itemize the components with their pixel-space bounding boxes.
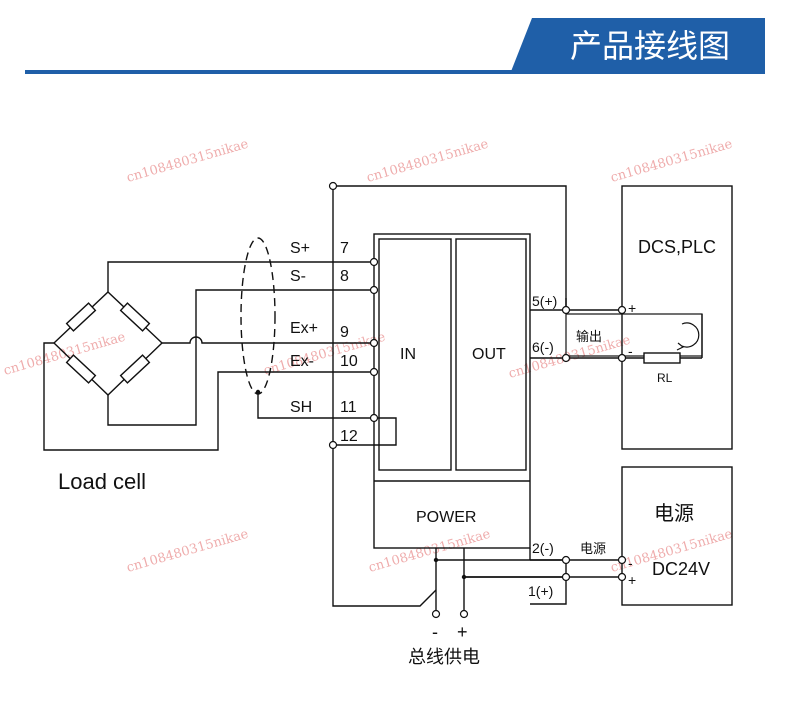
terminal-number: 10 <box>340 353 358 370</box>
terminal-signal-label: SH <box>290 399 312 416</box>
sensor-wires <box>43 261 374 451</box>
header-tab <box>510 18 765 74</box>
bus-minus: - <box>432 622 438 642</box>
terminal-signal-label: S+ <box>290 240 310 257</box>
junctions <box>328 181 627 582</box>
terminal-number: 8 <box>340 268 349 285</box>
module-outline <box>373 233 531 549</box>
watermark: cn108480315nikae <box>125 137 250 186</box>
watermark: cn108480315nikae <box>365 137 490 186</box>
terminal-number: 12 <box>340 428 358 445</box>
power-supply-box <box>621 466 733 606</box>
psu-title: 电源 <box>654 501 694 525</box>
bus-plus: + <box>457 622 468 642</box>
bus-label: 总线供电 <box>408 647 480 668</box>
load-cell-label: Load cell <box>58 469 146 494</box>
output-terminal-label: 6(-) <box>532 339 554 355</box>
in-label: IN <box>400 346 416 363</box>
dcs-plc-box <box>621 185 733 450</box>
bus-terminals <box>431 609 469 619</box>
power-label: POWER <box>416 509 476 526</box>
dcs-plc-title: DCS,PLC <box>638 237 716 257</box>
terminal-signal-label: Ex+ <box>290 320 318 337</box>
load-cell-bridge <box>52 291 164 396</box>
watermark: cn108480315nikae <box>125 527 250 576</box>
power-terminal-label: 2(-) <box>532 540 554 556</box>
out-label: OUT <box>472 346 506 363</box>
watermark: cn108480315nikae <box>367 527 492 576</box>
resistor-label: RL <box>657 371 673 385</box>
psu-label: 电源 <box>580 542 606 557</box>
solder-dots <box>255 389 467 580</box>
header-underline <box>25 70 765 74</box>
watermark: cn108480315nikae <box>609 137 734 186</box>
terminal-12-wiring <box>332 185 567 607</box>
dcs-plus: + <box>628 300 636 316</box>
page-title: 产品接线图 <box>569 27 730 65</box>
terminal-signal-label: Ex- <box>290 353 314 370</box>
psu-plus: + <box>628 572 636 588</box>
terminal-signal-label: S- <box>290 268 306 285</box>
psu-voltage: DC24V <box>652 559 710 579</box>
dcs-minus: - <box>628 343 633 359</box>
output-terminal-label: 5(+) <box>532 293 557 309</box>
terminal-number: 9 <box>340 324 349 341</box>
psu-minus: - <box>628 555 633 571</box>
power-wires <box>435 548 622 612</box>
power-terminal-label: 1(+) <box>528 583 553 599</box>
output-label: 输出 <box>576 329 602 345</box>
terminal-number: 11 <box>340 399 357 416</box>
terminal-number: 7 <box>340 240 349 257</box>
